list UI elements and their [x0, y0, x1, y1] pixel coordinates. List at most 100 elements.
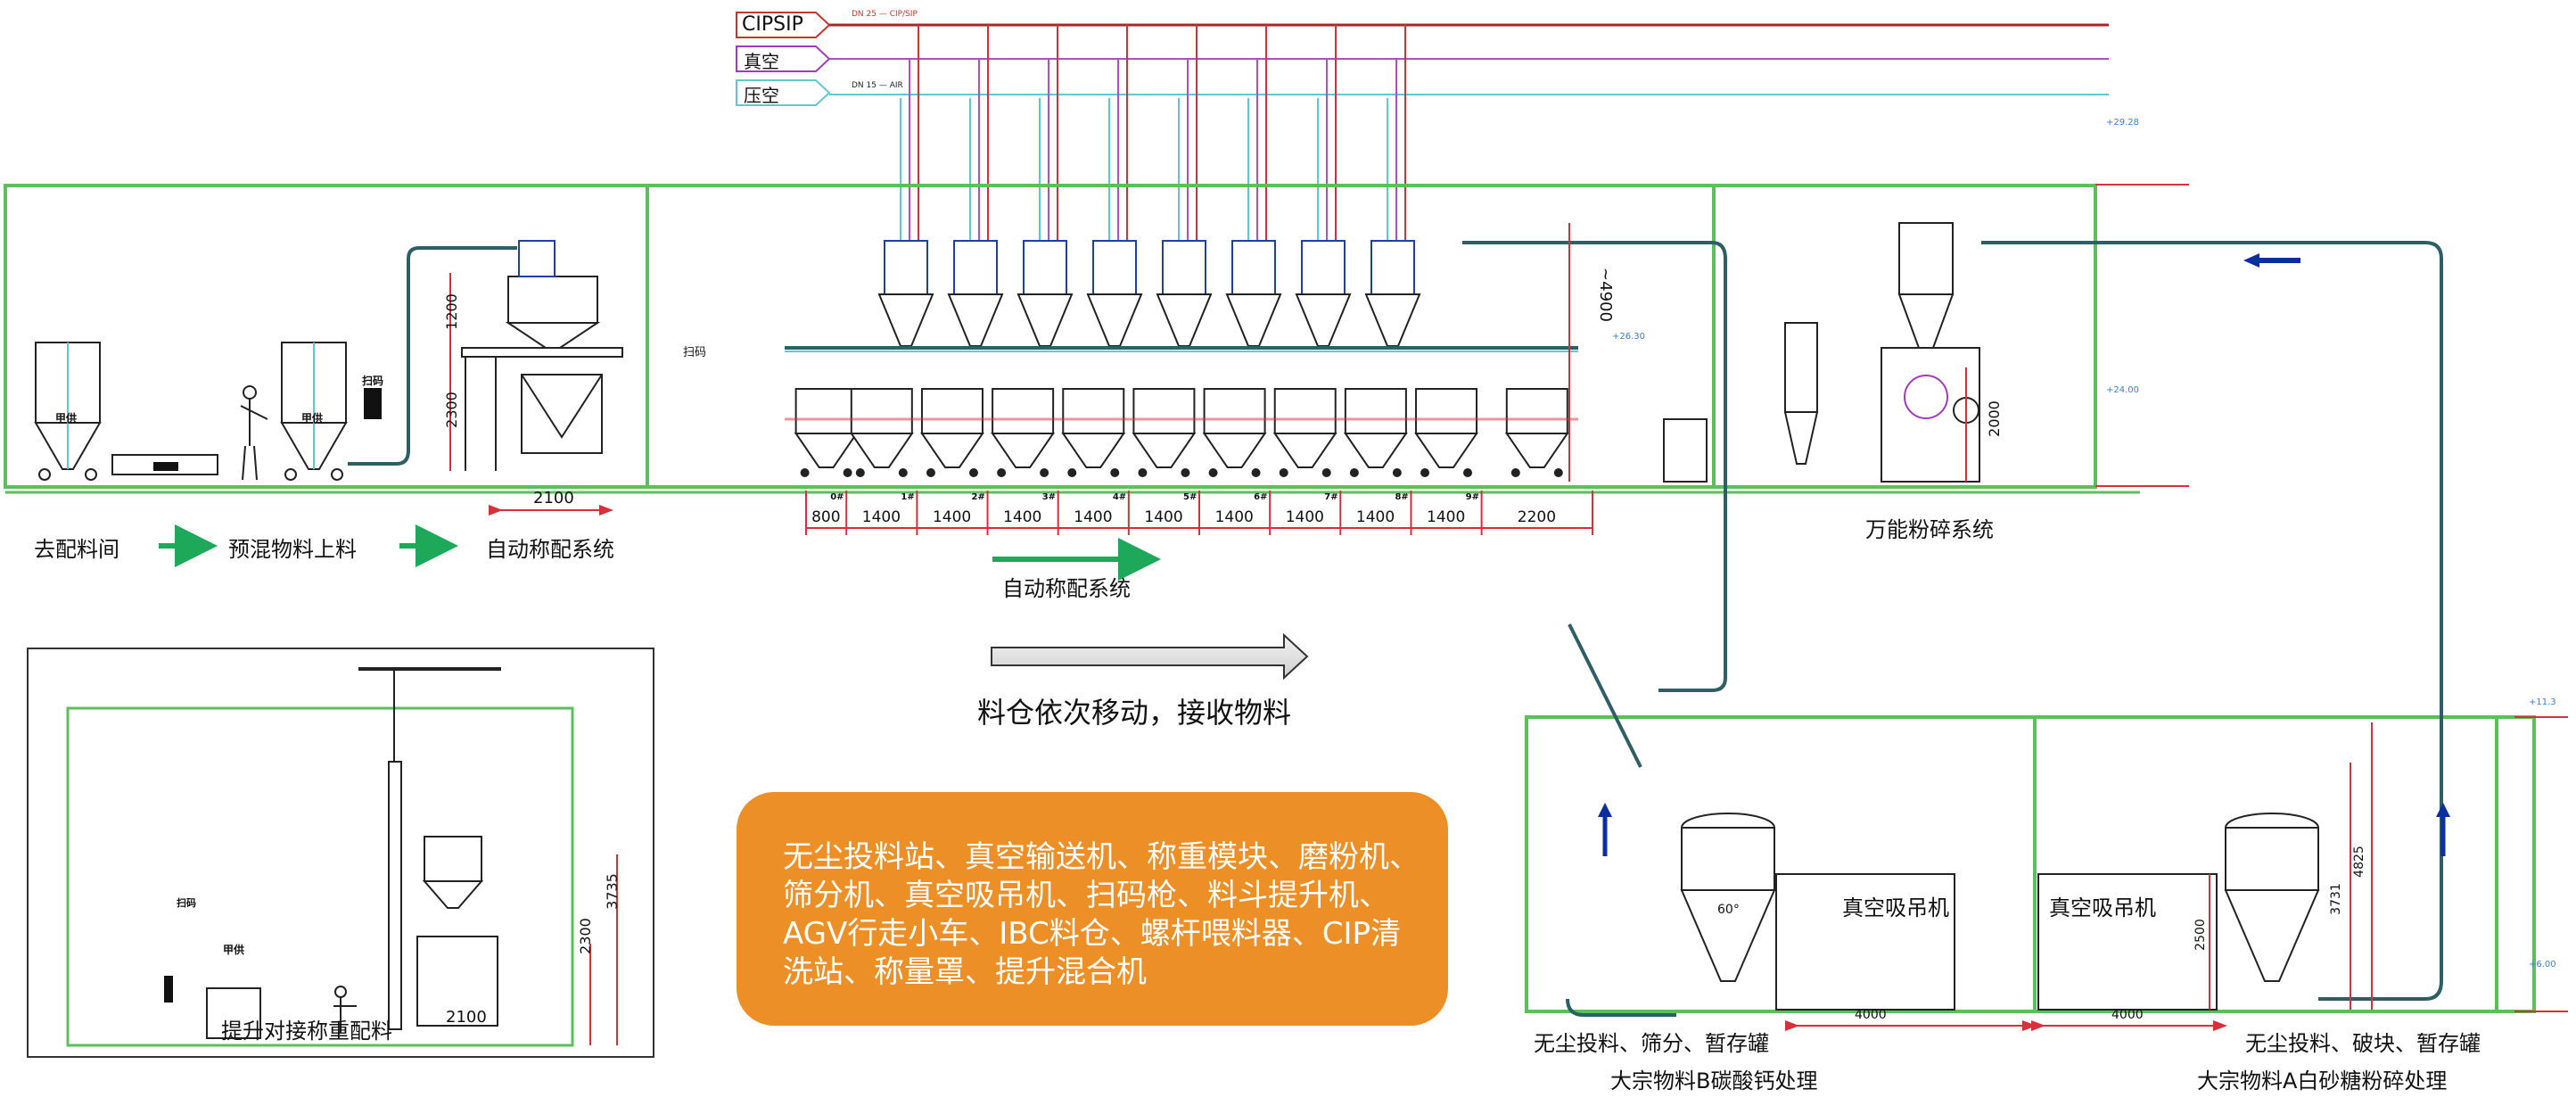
bin-wheel — [1349, 468, 1359, 477]
bin-wheel — [843, 468, 852, 477]
bin-move-arrow — [991, 632, 1309, 681]
ibc-bin-cone — [849, 433, 914, 468]
flow-step-2: 预混物料上料 — [228, 537, 357, 562]
ibc-bin — [920, 388, 983, 434]
station-dimension-label: 1400 — [932, 508, 972, 526]
bulk-b-hoist-label: 真空吸吊机 — [1842, 895, 1949, 920]
lift-dim-total: 3735 — [603, 873, 621, 910]
bulk-b-caption-1: 无尘投料、筛分、暂存罐 — [1534, 1031, 1769, 1056]
station-number-label: 7# — [1324, 492, 1338, 502]
vacuum-conveyor — [1231, 240, 1276, 295]
cipsip-header: DN 25 — CIP/SIP — [736, 10, 2109, 38]
bin-wheel — [1392, 468, 1402, 477]
mill-height-dim: 2000 — [1985, 400, 2003, 437]
station-number-label: 0# — [830, 492, 844, 502]
bin-wheel — [1181, 468, 1190, 477]
bin-wheel — [1321, 468, 1331, 477]
station-dimension-label: 1400 — [1144, 508, 1183, 526]
bin-wheel — [997, 468, 1007, 477]
elevation-markers — [2095, 184, 2568, 1012]
ibc-bin — [1132, 388, 1196, 434]
ibc-bin-cone — [794, 433, 859, 468]
ibc-bin-cone — [1504, 433, 1569, 468]
bin-wheel — [1110, 468, 1120, 477]
premix-bin-label-1: 甲供 — [55, 412, 78, 425]
cipsip-label: CIPSIP — [742, 13, 803, 36]
ibc-bin-2 — [280, 342, 348, 481]
hopper-cone — [947, 293, 1004, 347]
bin-wheel — [1553, 468, 1563, 477]
ibc-bin — [850, 388, 913, 434]
operator-figure-1 — [240, 385, 268, 481]
premix-dim-lower: 2300 — [442, 392, 460, 428]
hopper-cone — [1364, 293, 1421, 347]
bulk-b-dim-width: 4000 — [1855, 1008, 1887, 1022]
station-dimension-label: 1400 — [1003, 508, 1042, 526]
ibc-bin — [1203, 388, 1266, 434]
lift-caption: 提升对接称重配料 — [221, 1019, 392, 1044]
pipe-drops — [900, 25, 1406, 241]
ibc-bin-cone — [1132, 433, 1197, 468]
premix-scan-label: 扫码 — [362, 375, 384, 387]
svg-text:DN 25 — CIP/SIP: DN 25 — CIP/SIP — [852, 10, 918, 19]
ibc-bin-cone — [1414, 433, 1478, 468]
equipment-list-box: 无尘投料站、真空输送机、称重模块、磨粉机、 筛分机、真空吸吊机、扫码枪、料斗提升… — [737, 792, 1448, 1026]
ibc-bin — [794, 388, 858, 434]
station-number-label: 5# — [1183, 492, 1197, 502]
lift-dim-width: 2100 — [446, 1008, 487, 1027]
bulk-a-dim-width: 4000 — [2111, 1008, 2144, 1022]
bulk-b-caption-2: 大宗物料B碳酸钙处理 — [1610, 1069, 1818, 1093]
bin-wheel — [1138, 468, 1148, 477]
bin-wheel — [1420, 468, 1430, 477]
hopper-cone — [1086, 293, 1143, 347]
station-scan-label: 扫码 — [683, 346, 707, 359]
hopper-cone — [1225, 293, 1282, 347]
bin-wheel — [1463, 468, 1473, 477]
bulk-a-dim-tank: 3731 — [2328, 883, 2343, 915]
bulk-a-elevation-floor: +6.00 — [2529, 960, 2556, 970]
ibc-bin-cone — [1202, 433, 1267, 468]
auto-weighing-line — [785, 240, 1578, 477]
bin-wheel — [926, 468, 935, 477]
station-dimension-label: 1400 — [1074, 508, 1113, 526]
bin-wheel — [1040, 468, 1049, 477]
station-dimension-chain — [805, 491, 1593, 535]
vacuum-header — [736, 45, 2109, 72]
vacuum-conveyor — [1092, 240, 1137, 295]
vacuum-conveyor — [1023, 240, 1067, 295]
bulk-a-elevation-top: +11.3 — [2529, 697, 2556, 707]
bulk-a-dim-total: 4825 — [2351, 846, 2366, 878]
vacuum-conveyor — [1162, 240, 1206, 295]
station-height-dim: ~4900 — [1595, 268, 1615, 322]
equipment-list-text: 无尘投料站、真空输送机、称重模块、磨粉机、 筛分机、真空吸吊机、扫码枪、料斗提升… — [783, 839, 1420, 990]
premix-section — [34, 240, 623, 567]
vacuum-label: 真空 — [744, 51, 779, 72]
ibc-bin — [992, 388, 1055, 434]
scanner-icon — [364, 388, 382, 419]
pipe-headers: DN 25 — CIP/SIP DN 15 — AIR — [736, 10, 2109, 241]
ibc-bin-1 — [34, 342, 102, 481]
bin-wheel — [898, 468, 908, 477]
ibc-bin-cone — [991, 433, 1056, 468]
bulk-a-caption-1: 无尘投料、破块、暂存罐 — [2245, 1031, 2481, 1056]
station-number-label: 9# — [1465, 492, 1479, 502]
station-number-label: 4# — [1112, 492, 1127, 502]
svg-text:DN 15 — AIR: DN 15 — AIR — [852, 81, 903, 90]
bin-wheel — [1067, 468, 1077, 477]
station-number-label: 8# — [1395, 492, 1409, 502]
station-dimension-label: 2200 — [1517, 508, 1557, 526]
lift-scan-label: 扫码 — [177, 897, 196, 909]
station-number-label: 2# — [971, 492, 985, 502]
bulk-a-hoist-label: 真空吸吊机 — [2049, 895, 2156, 920]
station-dimension-label: 1400 — [1427, 508, 1466, 526]
ladder — [465, 357, 497, 471]
station-number-label: 3# — [1041, 492, 1057, 502]
hopper-cone — [1016, 293, 1074, 347]
lift-inset-drawing — [66, 667, 618, 1047]
mill-caption: 万能粉碎系统 — [1865, 517, 1994, 542]
premix-dim-upper: 1200 — [442, 293, 460, 330]
hopper-cone — [1295, 293, 1352, 347]
bulk-b-cone-angle: 60° — [1717, 903, 1740, 917]
mill-elevation-floor: +24.00 — [2106, 385, 2140, 395]
